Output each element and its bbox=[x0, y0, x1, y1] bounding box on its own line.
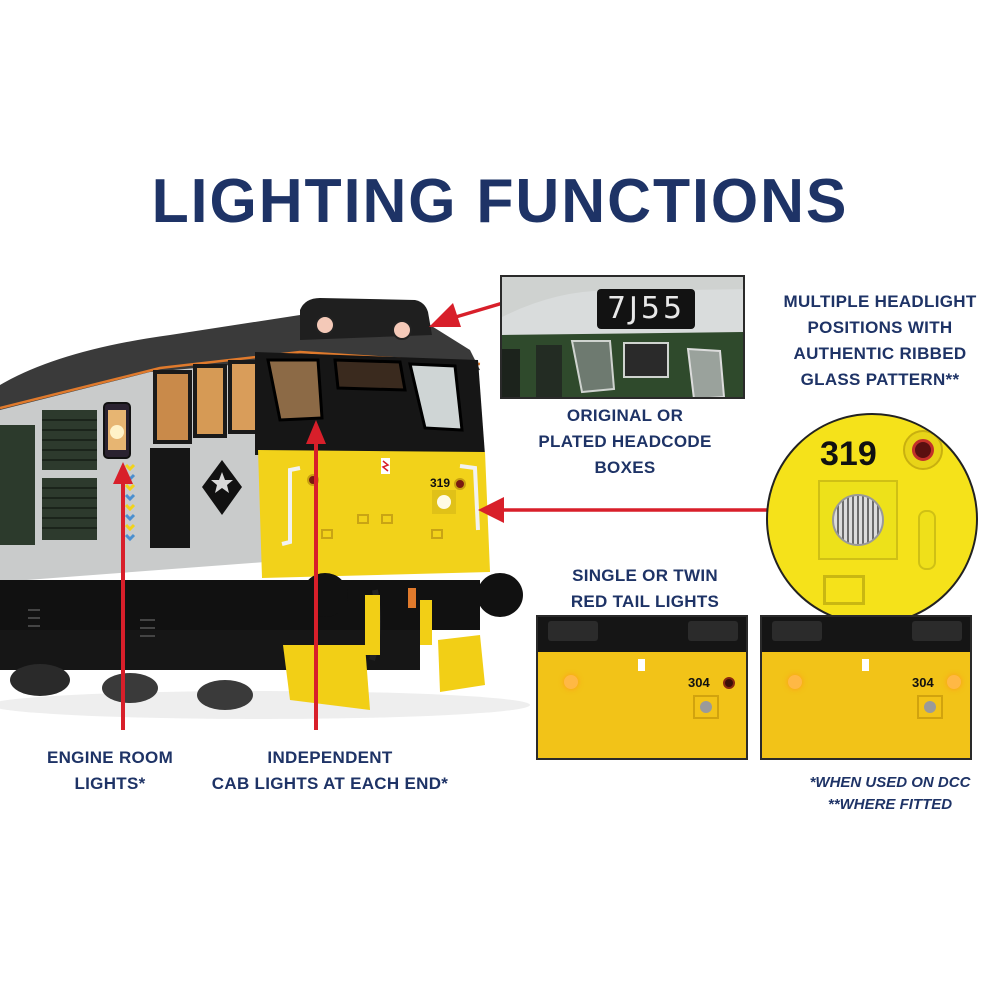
tail-light-lit-icon bbox=[564, 675, 578, 689]
footnote-fitted: **WHERE FITTED bbox=[827, 796, 953, 813]
cab-lights-arrow-shaft bbox=[314, 440, 318, 730]
headlight-arrow bbox=[478, 497, 770, 523]
circle-cab-number: 319 bbox=[820, 435, 877, 473]
headcode-number: 7J55 bbox=[606, 291, 686, 326]
tail-a-number: 304 bbox=[688, 675, 710, 690]
svg-text:319: 319 bbox=[430, 476, 450, 490]
cab-lights-arrow-head bbox=[306, 420, 326, 444]
tail-lamp-icon bbox=[903, 430, 943, 470]
engine-room-arrow-head bbox=[113, 462, 133, 484]
tail-light-unlit-icon bbox=[723, 677, 735, 689]
footnote-dcc: *WHEN USED ON DCC bbox=[809, 774, 971, 791]
single-tail-light-inset: 304 bbox=[536, 615, 748, 760]
engine-room-arrow-shaft bbox=[121, 480, 125, 730]
locomotive-image: 319 bbox=[0, 298, 530, 719]
tail-light-lit-icon bbox=[947, 675, 961, 689]
sector-logo-icon bbox=[202, 460, 242, 515]
tail-b-number: 304 bbox=[912, 675, 934, 690]
headlight-closeup-inset: 319 bbox=[766, 413, 978, 625]
tail-lights-caption: SINGLE OR TWIN RED TAIL LIGHTS bbox=[570, 566, 720, 611]
tail-light-lit-icon bbox=[788, 675, 802, 689]
cab-lights-caption: INDEPENDENT CAB LIGHTS AT EACH END* bbox=[211, 748, 449, 793]
ribbed-headlight-icon bbox=[832, 494, 884, 546]
page-title: LIGHTING FUNCTIONS bbox=[151, 167, 849, 236]
engine-room-caption: ENGINE ROOM LIGHTS* bbox=[46, 748, 174, 793]
headcode-box-inset: 7J55 bbox=[500, 275, 745, 399]
headlight-caption: MULTIPLE HEADLIGHT POSITIONS WITH AUTHEN… bbox=[783, 292, 977, 389]
headlight-housing bbox=[818, 480, 898, 560]
twin-tail-light-inset: 304 bbox=[760, 615, 972, 760]
headcode-caption: ORIGINAL OR PLATED HEADCODE BOXES bbox=[538, 406, 712, 477]
